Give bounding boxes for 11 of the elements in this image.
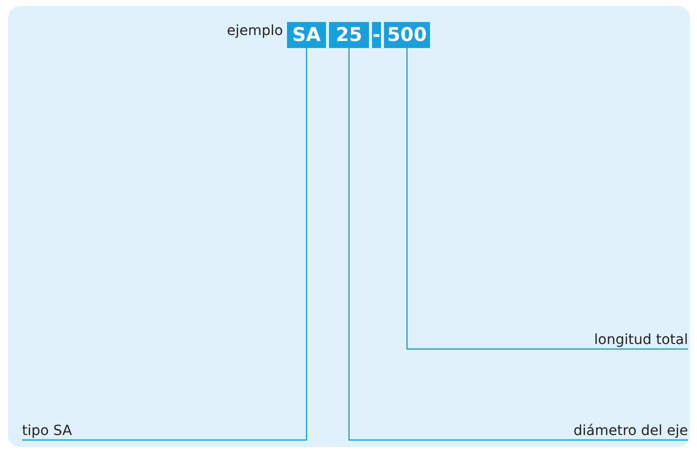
example-label: ejemplo: [203, 22, 283, 44]
code-segment: SA: [287, 22, 326, 48]
leader-line: [348, 48, 688, 441]
field-label: diámetro del eje: [540, 422, 688, 440]
code-segment: 25: [329, 22, 369, 48]
field-label: longitud total: [560, 331, 688, 349]
code-separator: -: [372, 22, 381, 48]
leader-line: [406, 48, 688, 350]
leader-line: [22, 48, 308, 441]
code-segment: 500: [384, 22, 430, 48]
field-label: tipo SA: [22, 422, 112, 440]
